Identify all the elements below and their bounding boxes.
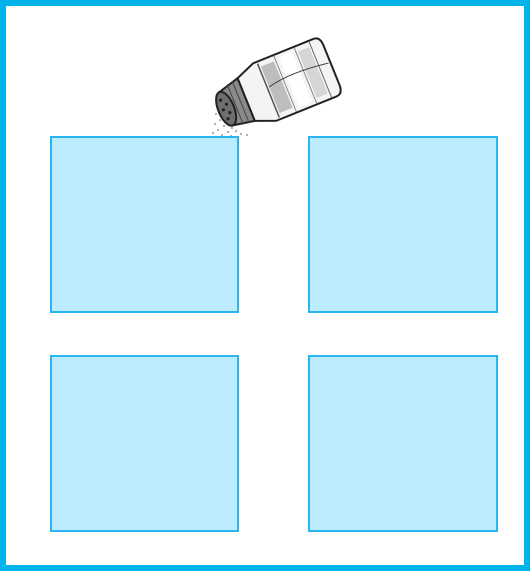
panel-bottom-left (50, 355, 239, 532)
panel-bottom-right (308, 355, 498, 532)
panel-top-left (50, 136, 239, 313)
panel-top-right (308, 136, 498, 313)
salt-shaker-icon (201, 24, 351, 144)
